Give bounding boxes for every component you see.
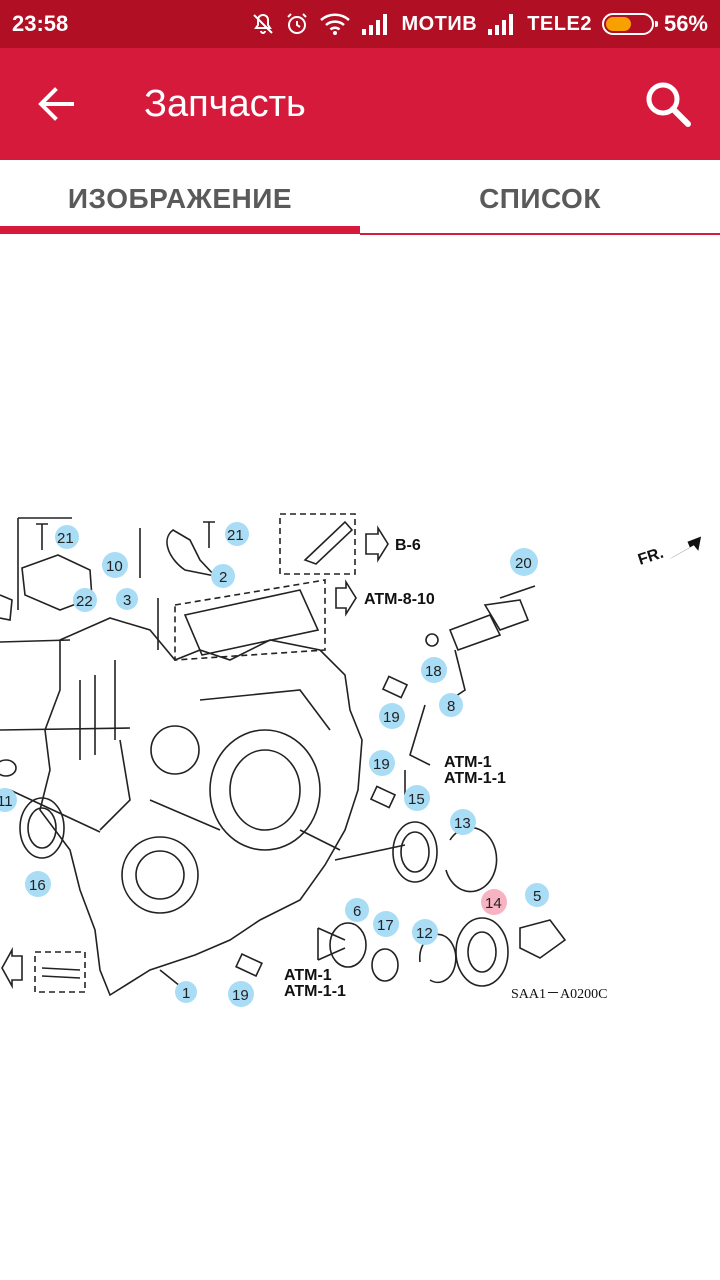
callout-19-bottom[interactable]: 19 [228, 981, 254, 1007]
callout-22[interactable]: 22 [73, 588, 97, 612]
alarm-icon [285, 12, 309, 36]
reference-arrows [1, 525, 389, 990]
callout-15[interactable]: 15 [404, 785, 430, 811]
callout-5[interactable]: 5 [525, 883, 549, 907]
carrier-name-2: TELE2 [527, 12, 592, 35]
back-button[interactable] [0, 48, 112, 160]
status-time: 23:58 [12, 11, 69, 36]
callout-19-top[interactable]: 19 [379, 703, 405, 729]
svg-text:17: 17 [377, 917, 394, 934]
callout-6[interactable]: 6 [345, 898, 369, 922]
callout-2[interactable]: 2 [211, 564, 235, 588]
search-button[interactable] [640, 76, 696, 132]
wifi-icon [319, 12, 351, 36]
svg-text:14: 14 [485, 895, 502, 912]
svg-text:15: 15 [408, 791, 425, 808]
callout-8[interactable]: 8 [439, 693, 463, 717]
svg-text:6: 6 [353, 903, 361, 920]
svg-text:3: 3 [123, 592, 131, 609]
svg-text:12: 12 [416, 925, 433, 942]
signal-icon-2 [487, 13, 517, 35]
svg-text:19: 19 [383, 709, 400, 726]
status-bar: 23:58 МОТИВ TELE2 56% [0, 0, 720, 48]
callout-21-left[interactable]: 21 [55, 525, 79, 549]
callout-21-right[interactable]: 21 [225, 522, 249, 546]
diagram-code: SAA1－A0200C [511, 987, 607, 1002]
ref-label-atm-1-b[interactable]: ATM-1 [284, 967, 332, 984]
ref-label-atm-8-10[interactable]: ATM-8-10 [364, 591, 435, 608]
svg-text:8: 8 [447, 698, 455, 715]
notifications-off-icon [251, 12, 275, 36]
callout-3[interactable]: 3 [116, 588, 138, 610]
svg-text:22: 22 [76, 593, 93, 610]
tab-bar: ИЗОБРАЖЕНИЕ СПИСОК [0, 160, 720, 238]
ref-label-atm-1-1-b[interactable]: ATM-1-1 [284, 983, 346, 1000]
svg-text:5: 5 [533, 888, 541, 905]
callout-13[interactable]: 13 [450, 809, 476, 835]
svg-text:19: 19 [232, 987, 249, 1004]
carrier-name-1: МОТИВ [401, 12, 478, 35]
callout-12[interactable]: 12 [412, 919, 438, 945]
callout-17[interactable]: 17 [373, 911, 399, 937]
signal-icon-1 [361, 13, 391, 35]
svg-text:21: 21 [57, 530, 74, 547]
active-tab-indicator [0, 226, 360, 234]
tab-list-label: СПИСОК [479, 183, 601, 214]
callout-19-mid[interactable]: 19 [369, 750, 395, 776]
arrow-left-icon [38, 87, 74, 121]
search-icon [646, 82, 691, 127]
callout-11[interactable]: 11 [0, 788, 17, 812]
app-bar: Запчасть [0, 48, 720, 160]
svg-text:19: 19 [373, 756, 390, 773]
callout-20[interactable]: 20 [510, 548, 538, 576]
fr-arrow-icon [668, 536, 702, 560]
svg-text:10: 10 [106, 558, 123, 575]
svg-text:2: 2 [219, 569, 227, 586]
parts-diagram-svg: B-6 ATM-8-10 ATM-1 ATM-1-1 ATM-1 ATM-1-1… [0, 513, 702, 1007]
tab-image[interactable]: ИЗОБРАЖЕНИЕ [0, 160, 360, 238]
svg-text:11: 11 [0, 793, 13, 810]
callout-16[interactable]: 16 [25, 871, 51, 897]
ref-label-b6[interactable]: B-6 [395, 537, 421, 554]
status-icons: МОТИВ TELE2 56% [251, 11, 708, 37]
svg-text:20: 20 [515, 555, 532, 572]
parts-diagram[interactable]: B-6 ATM-8-10 ATM-1 ATM-1-1 ATM-1 ATM-1-1… [0, 500, 720, 1020]
battery-icon [601, 13, 658, 35]
tab-list[interactable]: СПИСОК [360, 160, 720, 238]
tab-divider-line [360, 233, 720, 235]
callout-10[interactable]: 10 [102, 552, 128, 578]
svg-text:13: 13 [454, 815, 471, 832]
transmission-housing-drawing [0, 513, 567, 997]
callout-1[interactable]: 1 [175, 981, 197, 1003]
page-title: Запчасть [144, 82, 306, 125]
svg-text:21: 21 [227, 527, 244, 544]
ref-label-atm-1-1-a[interactable]: ATM-1-1 [444, 770, 506, 787]
svg-text:16: 16 [29, 877, 46, 894]
callout-14[interactable]: 14 [481, 889, 507, 915]
callout-18[interactable]: 18 [421, 657, 447, 683]
svg-text:18: 18 [425, 663, 442, 680]
tab-image-label: ИЗОБРАЖЕНИЕ [67, 183, 293, 214]
ref-label-atm-1-a[interactable]: ATM-1 [444, 754, 492, 771]
svg-text:1: 1 [182, 985, 190, 1002]
ref-label-fr: FR. [636, 545, 666, 569]
battery-percent: 56% [663, 11, 708, 36]
